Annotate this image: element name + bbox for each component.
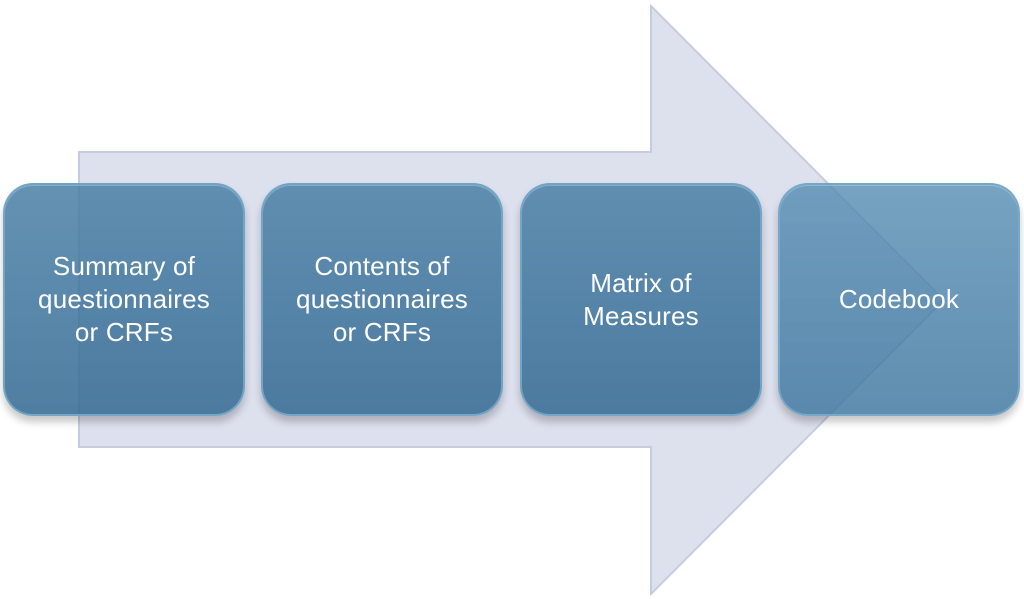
- step-label-matrix: Matrix of Measures: [583, 267, 699, 331]
- step-label-contents: Contents of questionnaires or CRFs: [296, 251, 468, 347]
- step-box-codebook: Codebook: [778, 183, 1020, 416]
- step-label-summary: Summary of questionnaires or CRFs: [38, 251, 210, 347]
- step-box-matrix: Matrix of Measures: [520, 183, 762, 416]
- step-box-contents: Contents of questionnaires or CRFs: [261, 183, 503, 416]
- step-box-summary: Summary of questionnaires or CRFs: [3, 183, 245, 416]
- step-label-codebook: Codebook: [838, 284, 960, 314]
- arrow-shape: [78, 3, 946, 597]
